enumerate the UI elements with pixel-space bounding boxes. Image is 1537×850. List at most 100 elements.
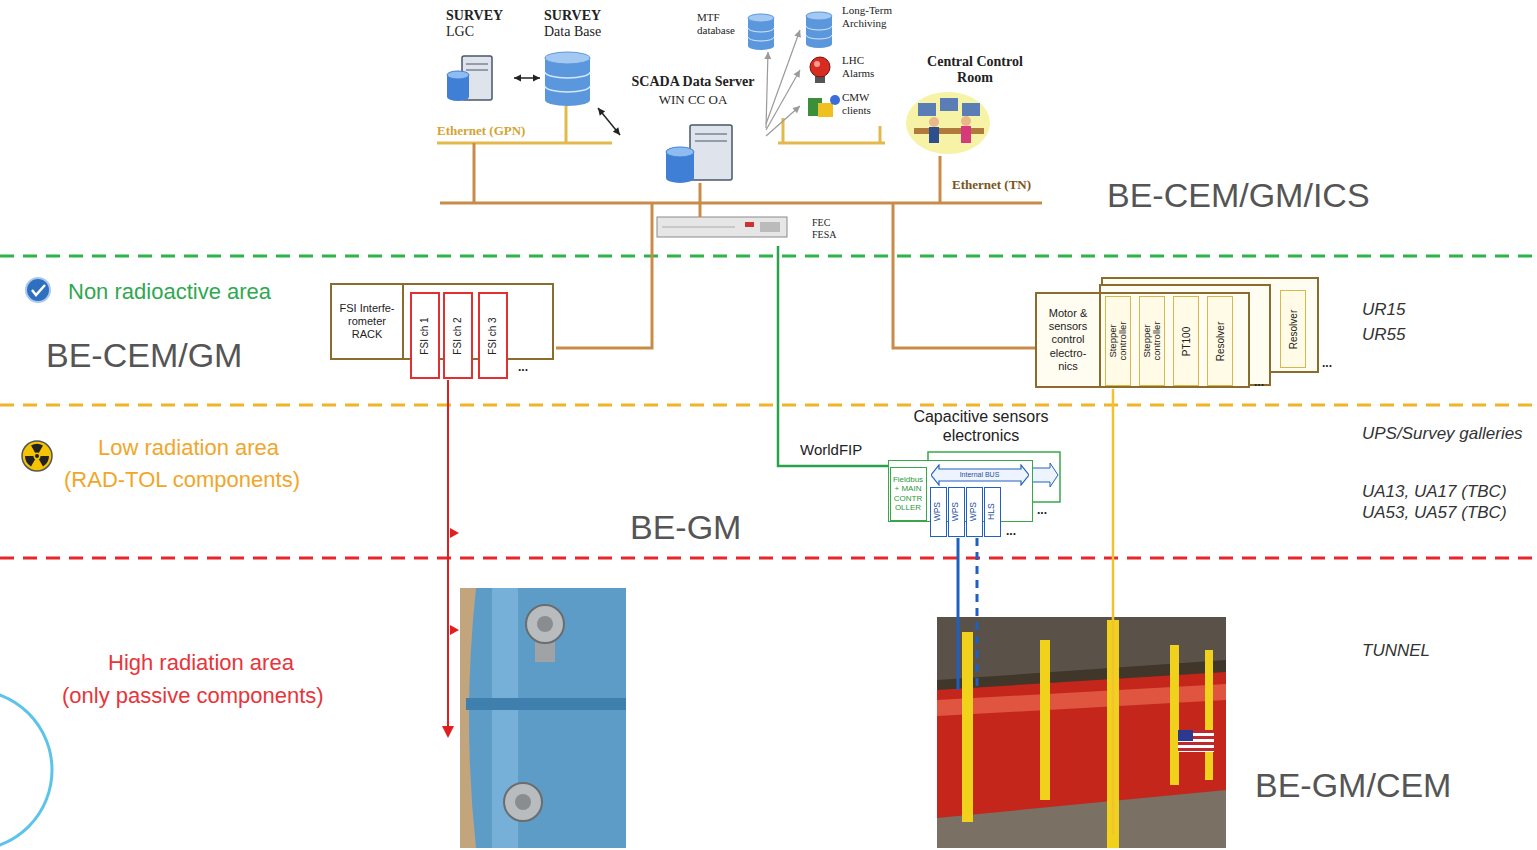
fec-device	[662, 227, 735, 228]
control-room-illustration	[914, 128, 984, 134]
label-anchor: UA13, UA17 (TBC)	[1362, 482, 1507, 502]
arrowhead	[764, 52, 771, 59]
node-label: Long-Term Archiving	[842, 4, 908, 29]
text-label: UA13, UA17 (TBC)	[1362, 482, 1507, 502]
zone-divider	[0, 256, 1537, 558]
mtf-database-icon	[748, 14, 774, 22]
control-room-illustration	[962, 103, 980, 116]
archive-database-icon	[806, 40, 832, 48]
label-anchor: UA53, UA57 (TBC)	[1362, 503, 1507, 523]
arrowhead	[613, 127, 620, 135]
label-anchor: ...	[518, 360, 528, 374]
control-room-illustration	[906, 92, 990, 154]
label-anchor: ...	[1254, 375, 1264, 389]
lgc-server-icon	[447, 71, 469, 79]
radiation-icon	[34, 453, 41, 460]
sensor-board: WPS	[948, 487, 965, 537]
scada-server-icon	[666, 125, 732, 183]
label-anchor: BE-CEM/GM	[46, 336, 242, 375]
ethernet-gpn-bus	[437, 106, 885, 143]
scada-server-icon	[695, 141, 727, 142]
node-label: Stepper controller	[1142, 312, 1162, 370]
text-label: UR55	[1362, 325, 1405, 345]
capacitive-sensor-cable	[957, 538, 960, 690]
sensor-board: HLS	[984, 487, 1001, 537]
node-label: HLS	[987, 490, 996, 534]
database-icon	[545, 52, 590, 106]
database-icon-node: MTF database	[693, 8, 783, 52]
connector	[598, 108, 620, 135]
text-label: ...	[518, 360, 528, 374]
node-label: Motor & sensors control electro- nics	[1037, 294, 1101, 386]
node-label: WPS	[951, 490, 960, 534]
label-anchor: BE-GM	[630, 508, 741, 547]
text-label: BE-CEM/GM	[46, 336, 242, 375]
node-label: Internal BUS	[960, 471, 1000, 478]
radiation-icon	[35, 454, 39, 458]
lhc-tunnel-photo	[1178, 742, 1214, 745]
electronics-crate: Capacitive sensors electronicsFieldbus +…	[888, 460, 1033, 522]
node-label: Data Base	[544, 24, 606, 40]
lgc-server-icon	[466, 70, 488, 71]
database-icon	[545, 94, 590, 106]
rack-box: FSI Interfe- rometer RACKFSI ch 1FSI ch …	[330, 283, 554, 360]
text-label: High radiation area	[108, 650, 294, 676]
control-room-illustration	[929, 127, 939, 143]
node-label: WIN CC OA	[620, 92, 766, 108]
motor-cable	[1112, 389, 1115, 835]
lhc-tunnel-photo	[1178, 748, 1214, 751]
capacitive-rack-back	[1030, 463, 1058, 487]
fec-device	[760, 222, 780, 232]
lhc-tunnel-photo	[962, 632, 973, 822]
node-label: FEC FESA	[812, 217, 852, 240]
label-anchor: ...	[1037, 503, 1047, 517]
scada-server-node: SCADA Data ServerWIN CC OA	[620, 70, 766, 185]
node-label: Capacitive sensors electronics	[901, 407, 1061, 445]
fec-device	[657, 217, 787, 237]
radiation-icon	[22, 441, 52, 471]
control-room-illustration	[961, 116, 971, 126]
sensor-board: WPS	[930, 487, 947, 537]
edge-label: WorldFIP	[798, 441, 864, 458]
logo-arc	[0, 690, 52, 850]
connector	[778, 246, 890, 466]
label-anchor: BE-CEM/GM/ICS	[1107, 176, 1370, 215]
control-room-illustration	[961, 126, 971, 143]
node-label: FSI ch 1	[419, 301, 431, 371]
node-label: CMW clients	[842, 91, 890, 116]
label-anchor: UR55	[1362, 325, 1405, 345]
sensor-board: WPS	[966, 487, 983, 537]
rack-box: Motor & sensors control electro- nics Ste…	[1035, 292, 1250, 388]
node-label: Resolver	[1215, 312, 1226, 370]
lhc-tunnel-photo	[1178, 730, 1214, 752]
connector	[766, 30, 800, 124]
module-box: Stepper controller	[1139, 296, 1165, 386]
node-label: Central Control Room	[912, 54, 1038, 86]
fsi-tunnel-photo	[466, 698, 626, 710]
bus-arrow-outline	[931, 465, 1029, 485]
text-label: UPS/Survey galleries	[1362, 424, 1523, 444]
arrowhead	[792, 106, 800, 113]
label-anchor: Ethernet (GPN)	[437, 123, 525, 139]
lhc-tunnel-photo	[1170, 645, 1179, 785]
label-anchor: Low radiation area	[98, 435, 279, 461]
text-label: Ethernet (GPN)	[437, 123, 525, 139]
cmw-clients-icon	[818, 103, 833, 117]
fsi-fibre-arrow	[450, 625, 459, 635]
label-anchor: ...	[1006, 524, 1016, 538]
text-label: ...	[1037, 503, 1047, 517]
capacitive-sensor-cable	[958, 538, 977, 690]
label-anchor: BE-GM/CEM	[1255, 766, 1451, 805]
text-label: UA53, UA57 (TBC)	[1362, 503, 1507, 523]
control-room-node: Central Control Room	[905, 52, 1045, 152]
lhc-tunnel-photo	[937, 684, 1226, 716]
node-label: Stepper controller	[1108, 312, 1128, 370]
control-room-illustration	[929, 117, 939, 127]
label-anchor: ...	[1322, 356, 1332, 370]
alarm-icon	[810, 57, 830, 77]
database-icon	[545, 72, 590, 92]
node-label: FSI ch 3	[487, 301, 499, 371]
fsi-tunnel-photo	[504, 783, 542, 821]
database-icon-node: Long-Term Archiving	[800, 2, 912, 50]
lgc-server-icon	[466, 64, 488, 65]
